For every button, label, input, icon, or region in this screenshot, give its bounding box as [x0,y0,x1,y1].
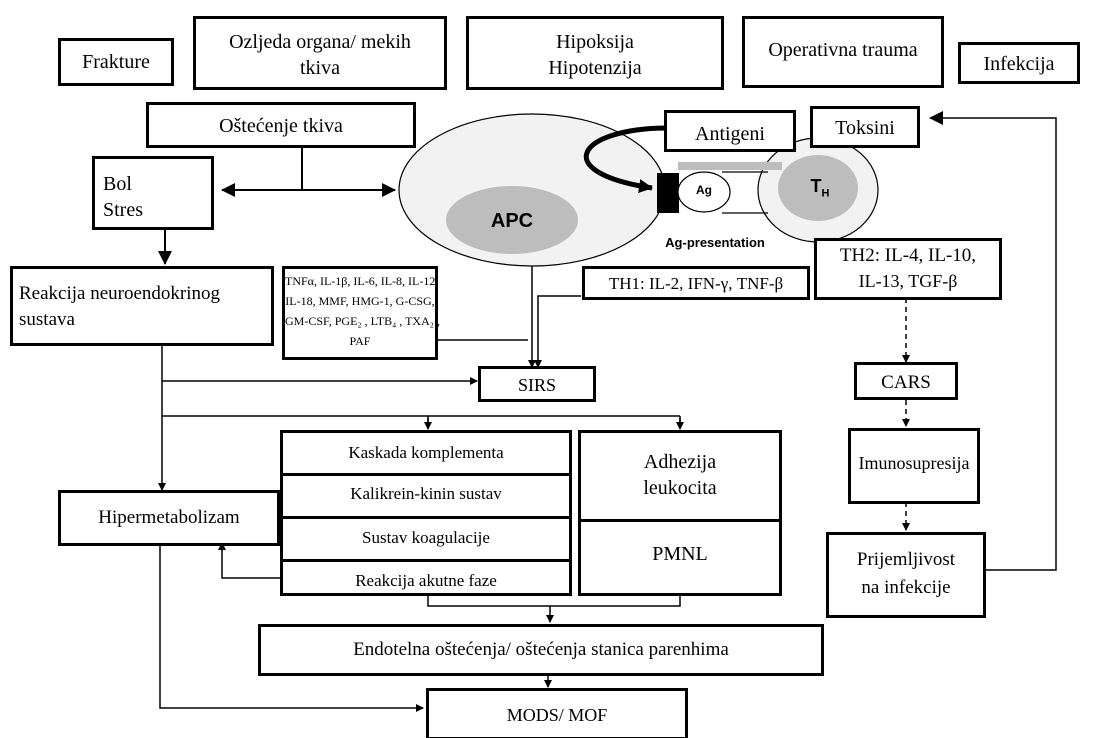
endotelna-box: Endotelna oštećenja/ oštećenja stanica p… [258,624,824,676]
arrow-prijemljivost-to-toksini [929,111,1057,571]
th-label-sub: H [821,187,830,200]
stres-label: Stres [103,199,143,221]
line-cascade-to-endotelna [427,594,681,622]
imunosupresija-box: Imunosupresija [848,428,980,504]
prijemljivost-label-2: na infekcije [861,577,951,598]
ozljeda-box: Ozljeda organa/ mekih tkiva [193,16,447,90]
apc-nucleus [446,186,578,254]
reakcija-neuro-label-1: Reakcija neuroendokrinog [19,283,221,304]
mods-label: MODS/ MOF [506,705,608,725]
ostecenje-box: Oštećenje tkiva [146,102,416,148]
ozljeda-label-1: Ozljeda organa/ mekih [229,31,411,53]
th-label-main: T [810,176,822,196]
cars-label: CARS [881,372,931,393]
hipermetabolizam-label: Hipermetabolizam [98,507,240,528]
ozljeda-label-2: tkiva [300,57,340,79]
antigeni-box: Antigeni [664,110,796,152]
sirs-box: SIRS [478,366,596,402]
prijemljivost-box: Prijemljivost na infekcije [826,532,986,618]
infekcija-label: Infekcija [983,53,1055,75]
cascade-stack: Kaskada komplementa Kalikrein-kinin sust… [280,430,572,596]
pmnl-label: PMNL [652,543,708,565]
ag-label: Ag [696,183,712,197]
adhezija-label-2: leukocita [643,477,717,499]
antigen-curve-arrow [583,125,669,193]
ag-presentation-label: Ag-presentation [665,235,765,250]
kalikrein-label: Kalikrein-kinin sustav [350,484,502,503]
th-label: TH [798,176,842,200]
bol-label: Bol [103,173,132,195]
bol-stres-box: Bol Stres [92,156,214,230]
hipoksija-label-1: Hipoksija [556,31,634,53]
mediators-box: TNFα, IL-1β, IL-6, IL-8, IL-12, IL-18, M… [282,266,440,360]
operativna-box: Operativna trauma [742,16,944,88]
apc-label: APC [490,210,534,232]
mhc-block [657,173,679,213]
th2-label-1: TH2: IL-4, IL-10, [839,245,977,266]
th-nucleus [778,155,858,221]
toksini-box: Toksini [810,106,920,148]
toksini-label: Toksini [835,117,895,139]
frakture-box: Frakture [58,38,174,86]
line-to-cascades [162,415,681,428]
th2-box: TH2: IL-4, IL-10, IL-13, TGF-β [814,238,1002,300]
mediators-line-1: TNFα, IL-1β, IL-6, IL-8, IL-12, [285,274,439,288]
antigeni-label: Antigeni [695,123,765,145]
tcr-gray-bar [678,162,782,170]
arrow-hipermetabolizam-to-mods [159,546,424,712]
hipoksija-box: Hipoksija Hipotenzija [466,16,724,90]
mediators-line-4: PAF [349,334,371,348]
mediators-line-2: IL-18, MMF, HMG-1, G-CSG, [285,294,435,308]
cars-box: CARS [854,362,958,400]
tcr-lines [722,171,768,214]
hipoksija-label-2: Hipotenzija [548,57,642,79]
endotelna-label: Endotelna oštećenja/ oštećenja stanica p… [353,639,729,660]
reakcija-neuro-box: Reakcija neuroendokrinog sustava [10,266,274,346]
akutna-label: Reakcija akutne faze [355,571,497,590]
operativna-label: Operativna trauma [768,39,918,61]
th2-label-2: IL-13, TGF-β [858,271,958,291]
arrow-akutna-to-hipermetabolizam [218,542,280,579]
mods-box: MODS/ MOF [426,688,688,738]
th1-label: TH1: IL-2, IFN-γ, TNF-β [608,274,784,293]
koagulacija-label: Sustav koagulacije [362,528,490,547]
adhezija-pmnl-box: Adhezija leukocita PMNL [578,430,782,596]
line-th1-to-sirs [534,295,581,368]
kaskada-label: Kaskada komplementa [348,443,504,462]
frakture-label: Frakture [82,51,150,73]
hipermetabolizam-box: Hipermetabolizam [58,490,280,546]
reakcija-neuro-label-2: sustava [19,309,75,330]
mediators-line-3: GM-CSF, PGE₂ , LTB₄ , TXA₂ , [285,314,440,328]
imunosupresija-label: Imunosupresija [858,453,970,473]
sirs-label: SIRS [517,375,557,395]
adhezija-label-1: Adhezija [643,451,717,473]
ostecenje-label: Oštećenje tkiva [219,115,343,137]
infekcija-box: Infekcija [958,42,1080,84]
line-ostecenje-split [222,147,394,191]
prijemljivost-label-1: Prijemljivost [856,549,956,570]
th1-box: TH1: IL-2, IFN-γ, TNF-β [582,266,810,300]
ag-circle [677,171,731,213]
